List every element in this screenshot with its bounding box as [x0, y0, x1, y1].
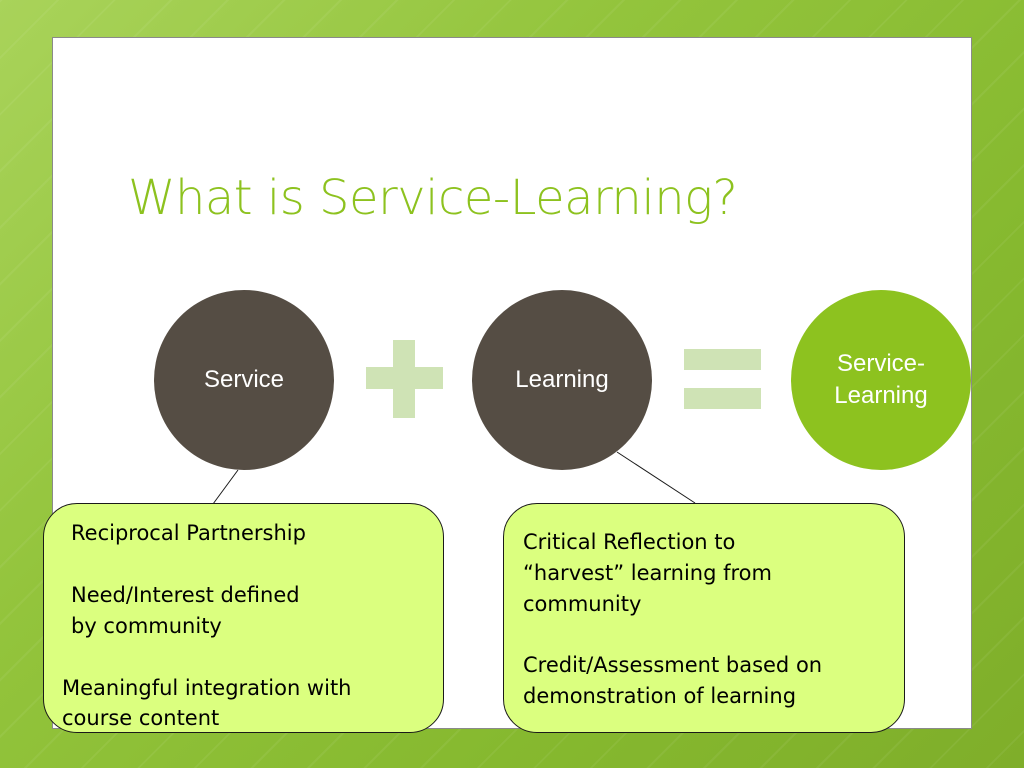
service-learning-label-line1: Service-: [836, 350, 925, 377]
service-learning-label: Service- Learning: [834, 348, 927, 412]
service-connector-line: [212, 469, 239, 505]
meaningful-integration-text-line2: course content: [62, 706, 220, 730]
meaningful-integration-text-line1: Meaningful integration with: [62, 676, 352, 700]
critical-reflection-text-line2: “harvest” learning from: [523, 561, 772, 585]
learning-circle: Learning: [472, 290, 652, 470]
need-interest-text-line1: Need/Interest defined: [71, 583, 300, 607]
equals-icon: [684, 349, 761, 409]
plus-icon: [366, 340, 443, 418]
learning-label: Learning: [515, 366, 609, 393]
service-learning-circle: Service- Learning: [791, 290, 971, 470]
reciprocal-partnership-text: Reciprocal Partnership: [71, 521, 306, 545]
critical-reflection-text-line3: community: [523, 592, 642, 616]
service-details-box: Reciprocal Partnership Need/Interest def…: [43, 503, 444, 733]
critical-reflection-text-line1: Critical Reflection to: [523, 530, 736, 554]
service-label: Service: [203, 366, 285, 393]
learning-connector-line: [616, 451, 696, 504]
service-circle: Service: [154, 290, 334, 470]
slide-title: What is Service-Learning?: [128, 170, 738, 226]
service-learning-label-line2: Learning: [834, 382, 928, 409]
learning-details-box: Critical Reflection to “harvest” learnin…: [503, 503, 905, 733]
need-interest-text-line2: by community: [71, 614, 222, 638]
credit-assessment-text-line2: demonstration of learning: [523, 684, 797, 708]
credit-assessment-text-line1: Credit/Assessment based on: [523, 653, 823, 677]
